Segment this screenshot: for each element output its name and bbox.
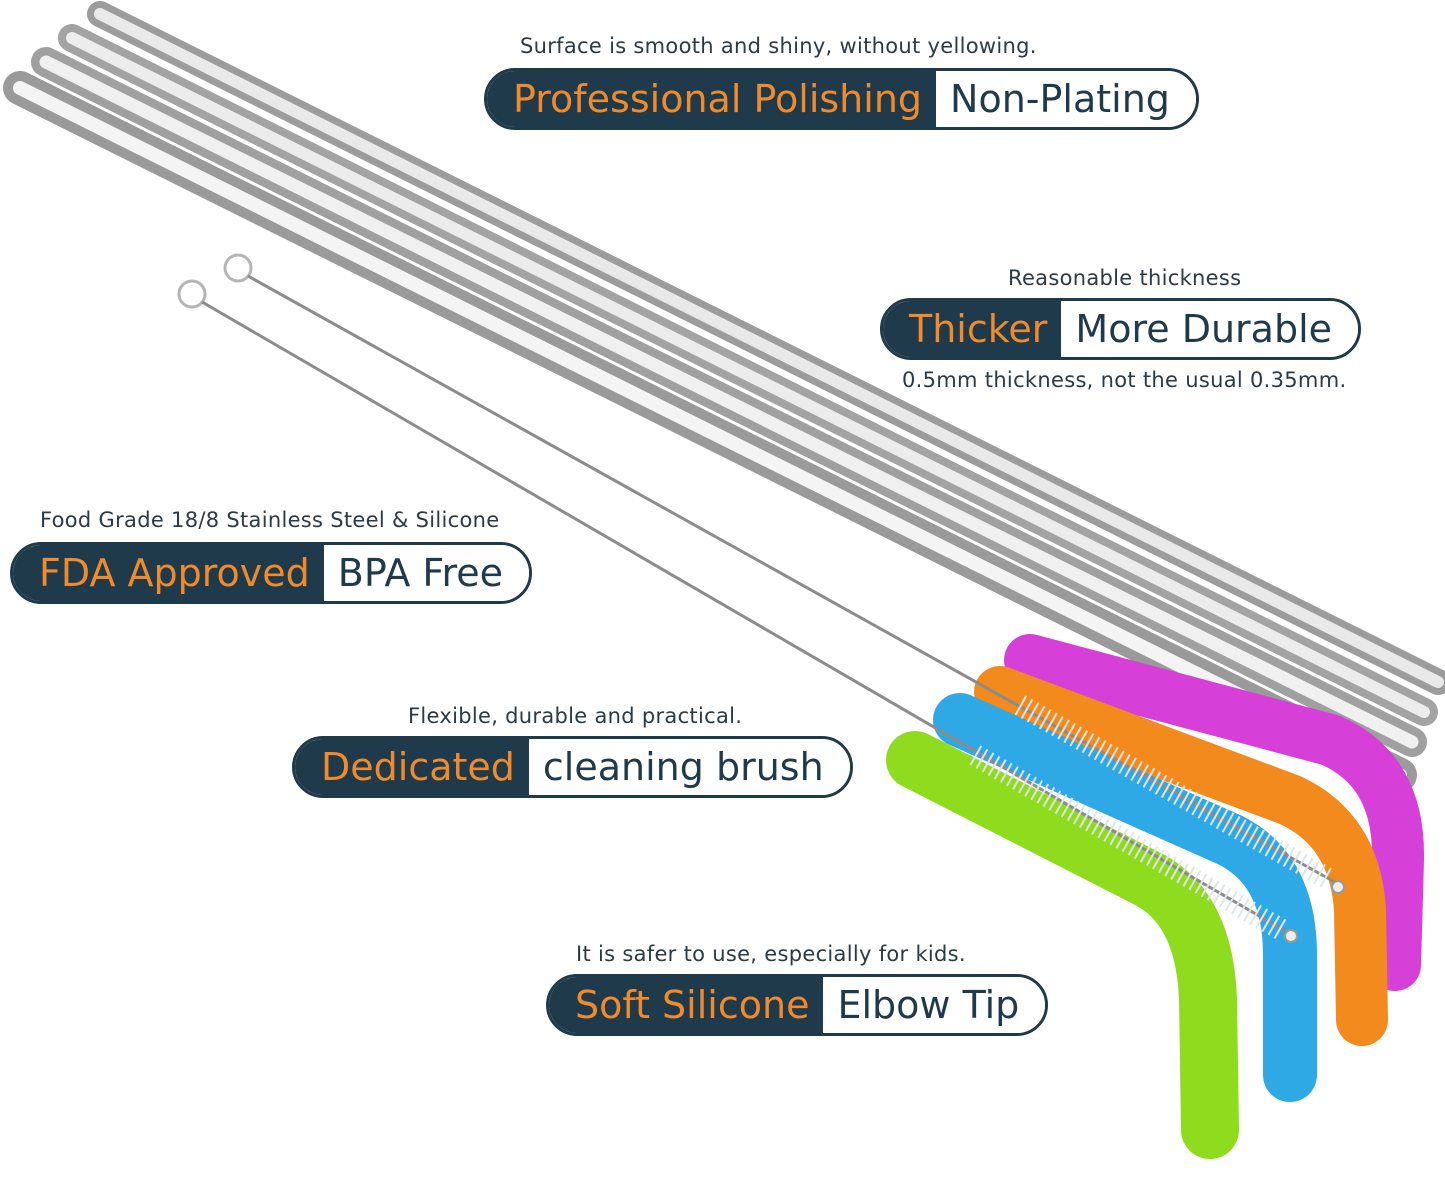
feature-highlight: FDA Approved [13,545,324,601]
feature-pill: Thicker More Durable [880,298,1361,360]
feature-label: Non-Plating [936,71,1196,127]
feature-pill: FDA Approved BPA Free [10,542,533,604]
feature-pill: Dedicated cleaning brush [292,736,853,798]
feature-label: Elbow Tip [823,977,1046,1033]
feature-label: More Durable [1061,301,1358,357]
steel-straws [3,1,1445,792]
cleaning-brushes [177,253,1345,943]
feature-highlight: Dedicated [295,739,529,795]
callout-caption: Surface is smooth and shiny, without yel… [520,34,1037,58]
feature-label: BPA Free [323,545,530,601]
feature-highlight: Professional Polishing [487,71,937,127]
feature-highlight: Thicker [883,301,1062,357]
feature-pill: Professional Polishing Non-Plating [484,68,1199,130]
silicone-elbow-tips [886,634,1425,1159]
feature-pill: Soft Silicone Elbow Tip [546,974,1049,1036]
callout-caption: Flexible, durable and practical. [408,704,743,728]
callout-subcaption: 0.5mm thickness, not the usual 0.35mm. [902,368,1347,392]
callout-caption: Reasonable thickness [1008,266,1242,290]
silicone-tip-orange [974,666,1388,1046]
feature-highlight: Soft Silicone [549,977,824,1033]
silicone-tip-pink [1004,634,1425,991]
callout-caption: It is safer to use, especially for kids. [576,942,966,966]
brush-loop [223,253,253,283]
feature-label: cleaning brush [528,739,850,795]
silicone-tip-blue [933,693,1317,1102]
brush-loop [177,279,207,309]
callout-caption: Food Grade 18/8 Stainless Steel & Silico… [40,508,500,532]
silicone-tip-green [886,731,1239,1159]
